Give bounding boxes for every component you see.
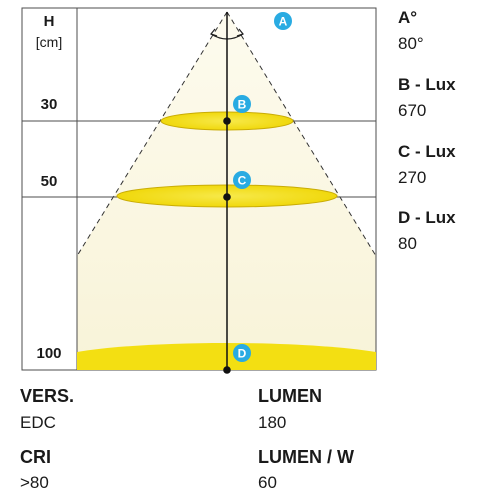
spec-lumen-w-label: LUMEN / W [258,447,354,467]
height-label-100: 100 [36,345,61,362]
marker-d-label: D [238,347,247,361]
point-d-dot [223,366,231,374]
point-b-dot [223,117,231,125]
spec-cri-label: CRI [20,447,51,467]
spec-vers-value: EDC [20,413,56,432]
side-value-a: 80° [398,34,424,53]
spec-vers-label: VERS. [20,386,75,406]
axis-label-h: H [44,13,55,30]
height-label-30: 30 [41,96,58,113]
cone-edge-left [76,11,228,257]
marker-d: D [233,344,251,362]
side-label-a: A° [398,8,418,27]
marker-b-label: B [238,98,247,112]
spec-cri-value: >80 [20,473,49,492]
marker-c: C [233,171,251,189]
arc-arrow-right [236,28,245,37]
spec-lumen-value: 180 [258,413,287,432]
side-value-b: 670 [398,101,427,120]
height-label-50: 50 [41,173,58,190]
side-label-c: C - Lux [398,142,456,161]
point-c-dot [223,193,231,201]
arc-arrow-left [209,28,218,37]
cone-edge-right [226,11,377,257]
side-value-d: 80 [398,234,417,253]
side-label-d: D - Lux [398,208,456,227]
side-label-b: B - Lux [398,75,456,94]
marker-b: B [233,95,251,113]
marker-a-label: A [279,15,288,29]
beam-angle-diagram: A B C D H [cm] 30 50 100 [21,7,377,374]
axis-unit-cm: [cm] [36,34,62,50]
spec-lumen-label: LUMEN [258,386,322,406]
marker-a: A [274,12,292,30]
side-value-c: 270 [398,168,427,187]
spec-lumen-w-value: 60 [258,473,277,492]
marker-c-label: C [238,174,247,188]
